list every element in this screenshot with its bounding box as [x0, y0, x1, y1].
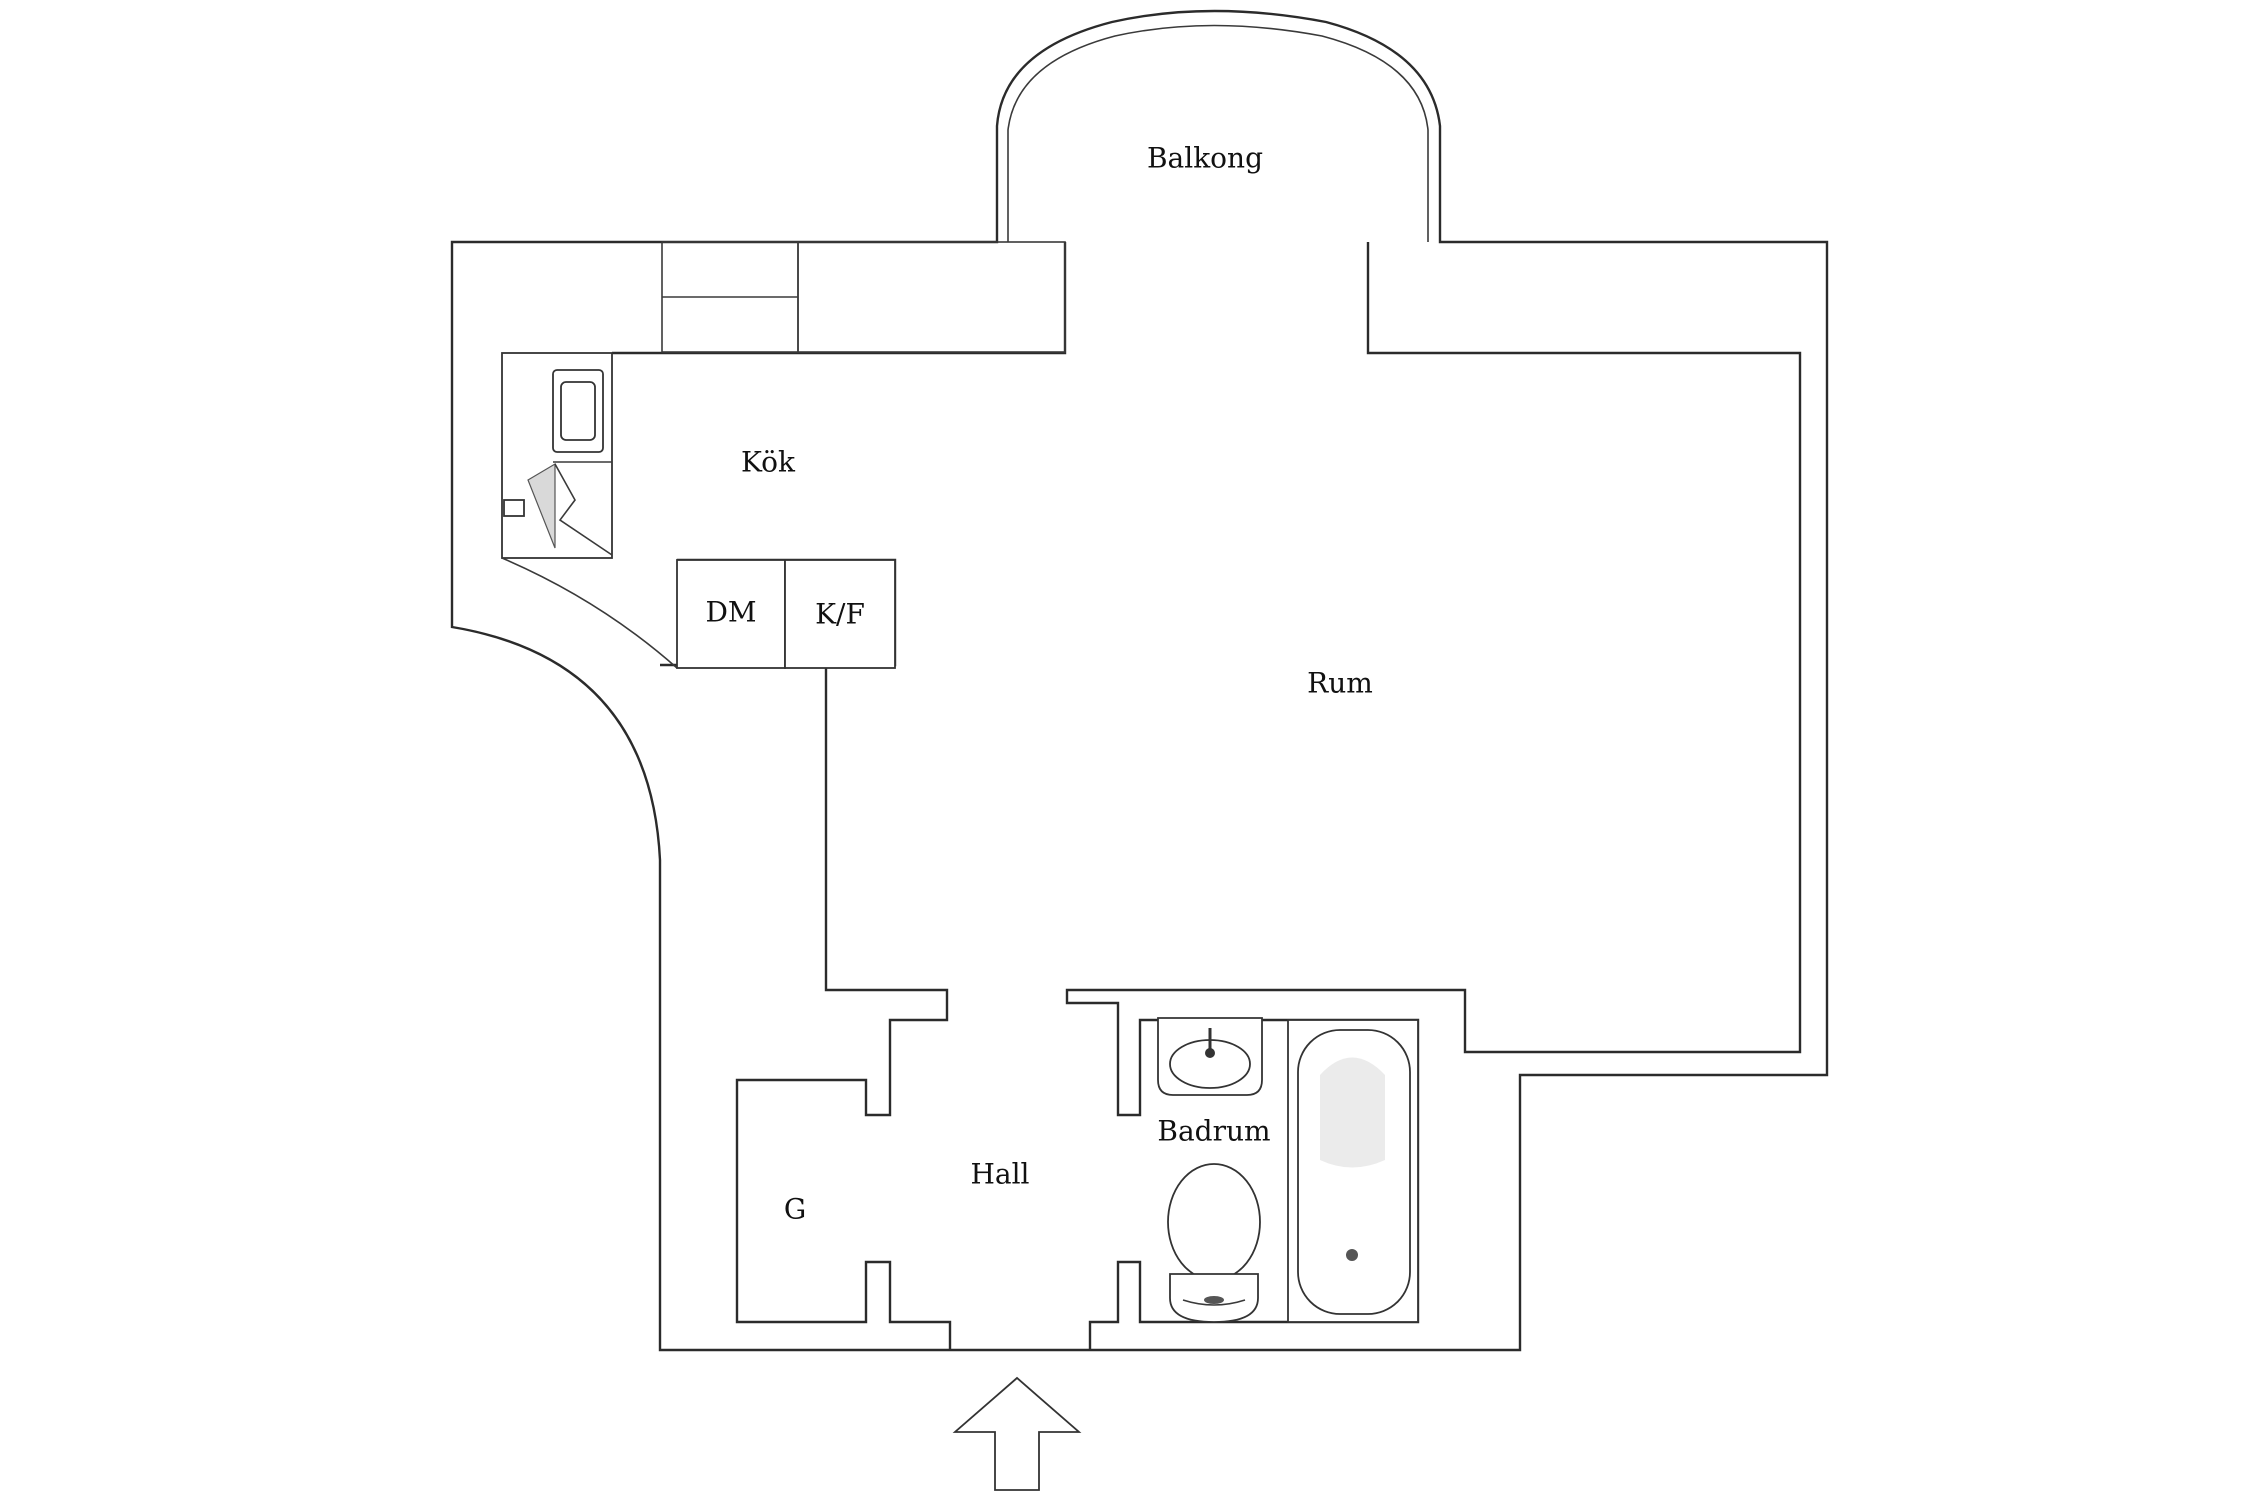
washbasin: [1157, 1017, 1263, 1096]
appliance-boxes: [676, 559, 896, 669]
dishwasher-label: DM: [705, 596, 756, 629]
kitchen-label: Kök: [741, 446, 796, 479]
outer-walls: [450, 9, 1829, 1352]
toilet: [1167, 1163, 1261, 1323]
hall-label: Hall: [970, 1158, 1029, 1191]
balcony-label: Balkong: [1147, 142, 1263, 175]
wardrobe-units: [661, 241, 1066, 353]
fridge-freezer-label: K/F: [815, 598, 865, 631]
living-room-label: Rum: [1307, 667, 1373, 700]
bathroom-label: Badrum: [1157, 1115, 1270, 1148]
kitchen-counter: [501, 352, 678, 669]
entrance-arrow-icon: [952, 1376, 1082, 1491]
bathtub: [1287, 1019, 1419, 1323]
wardrobe-label: G: [784, 1193, 806, 1226]
